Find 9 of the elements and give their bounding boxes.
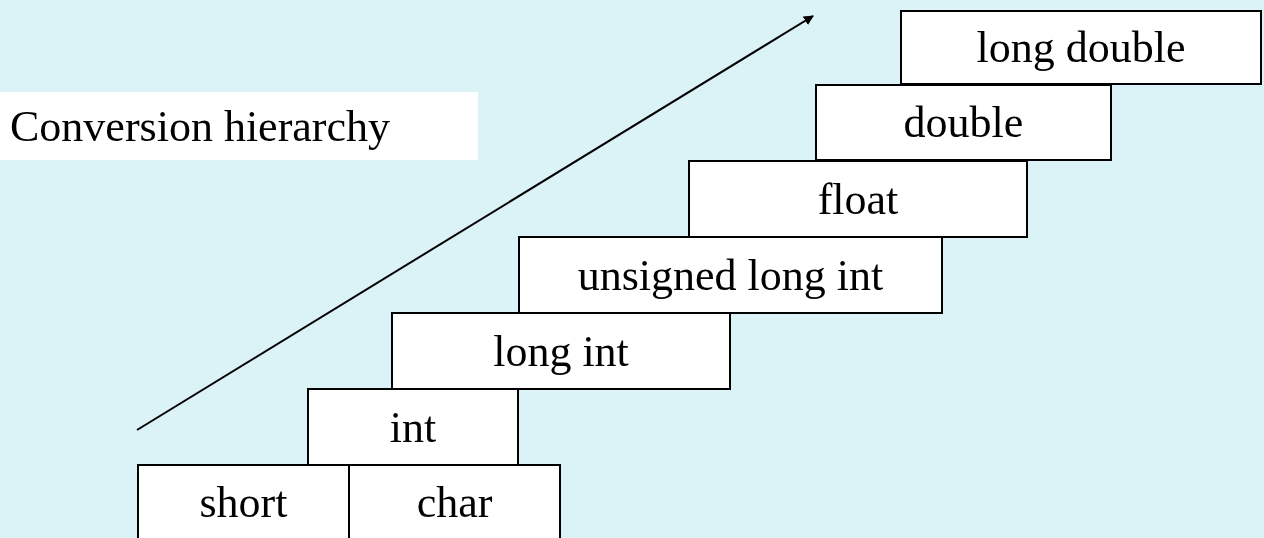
type-box: double [815,84,1112,161]
heading-label: Conversion hierarchy [0,92,478,160]
type-box: int [307,388,519,466]
type-box: short [137,464,350,538]
type-box: long int [391,312,731,390]
type-box: char [348,464,561,538]
type-box: float [688,160,1028,238]
type-box: long double [900,10,1262,85]
type-box: unsigned long int [518,236,943,314]
